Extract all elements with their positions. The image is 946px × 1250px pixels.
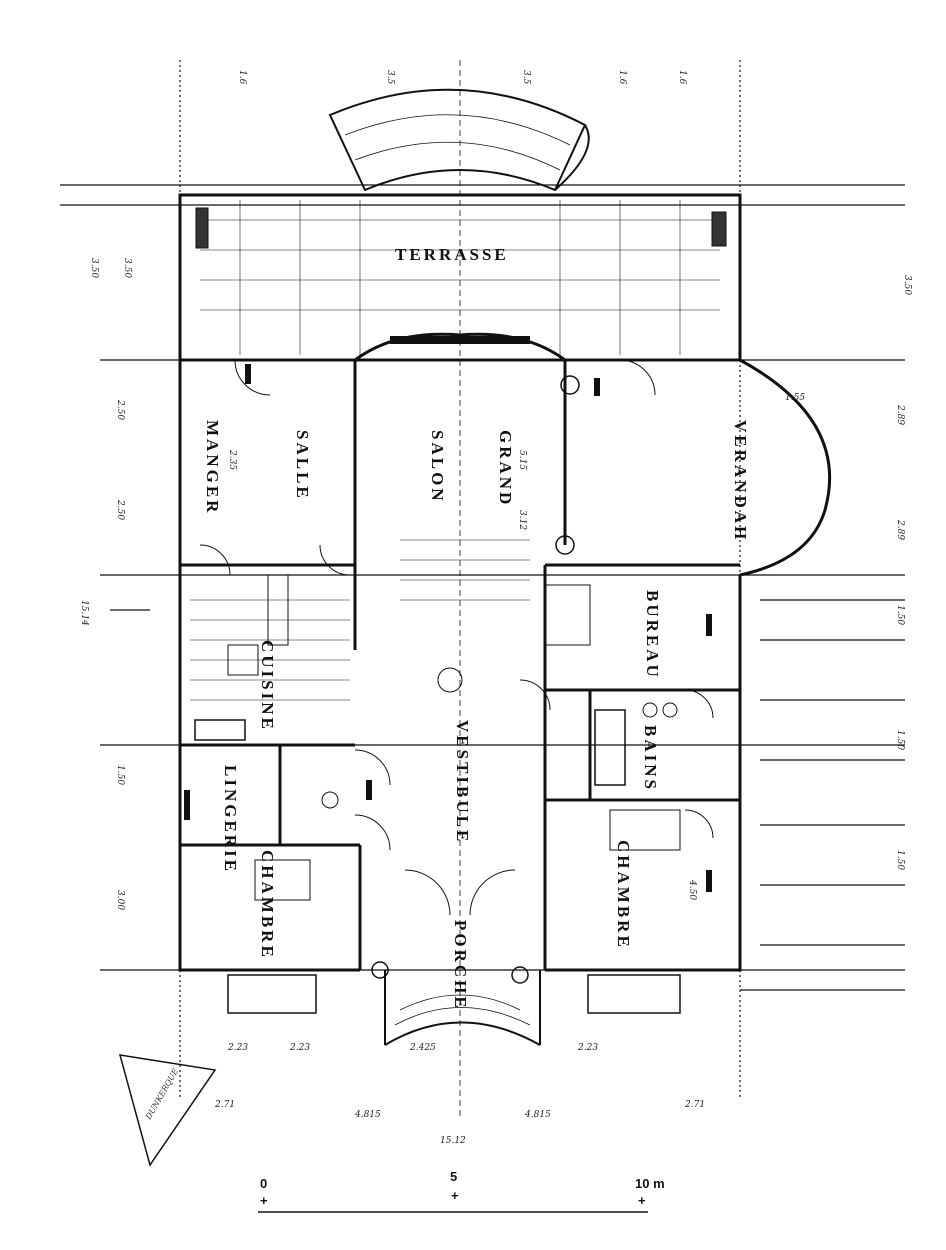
- label-terrasse: TERRASSE: [395, 245, 509, 264]
- label-manger: MANGER: [203, 420, 222, 515]
- scale-mark-5: +: [451, 1188, 459, 1203]
- dim-bottom-6: 2.71: [684, 1100, 705, 1110]
- label-bureau: BUREAU: [643, 590, 662, 680]
- dim-right-3: 1.50: [895, 605, 905, 625]
- dim-left-3: 3.00: [115, 890, 125, 910]
- label-salon: SALON: [428, 430, 447, 504]
- dim-top-1: 1.6: [237, 70, 247, 85]
- dim-bottom-1: 2.23: [227, 1043, 248, 1053]
- label-chambre-left: CHAMBRE: [258, 850, 277, 960]
- dim-overall-width: 15.12: [440, 1136, 466, 1146]
- dim-misc-1: 3.50: [89, 258, 99, 278]
- dim-bottom-2: 2.23: [289, 1043, 310, 1053]
- scale-mark-10: +: [638, 1193, 646, 1208]
- windows: [184, 336, 712, 892]
- dim-top-2: 3.5: [385, 70, 395, 85]
- dim-bottom-3: 2.425: [409, 1043, 436, 1053]
- dim-right-2: 2.89: [895, 519, 905, 540]
- dim-bottom-4: 2.23: [577, 1043, 598, 1053]
- dim-left-4: 1.50: [115, 765, 125, 785]
- room-labels: TERRASSE VERANDAH GRAND SALON SALLE MANG…: [203, 245, 750, 1011]
- dim-misc-3: 3.50: [902, 275, 912, 295]
- terrace: [178, 88, 742, 362]
- label-cuisine: CUISINE: [258, 640, 277, 732]
- construction-lines: [60, 60, 905, 1120]
- scale-label-0: 0: [260, 1176, 268, 1191]
- porch: [227, 961, 681, 1046]
- dim-left-2: 2.50: [115, 499, 125, 520]
- dim-bottom-5: 2.71: [214, 1100, 235, 1110]
- dim-top-5: 1.6: [677, 70, 687, 85]
- dim-misc-7: 5.15: [517, 450, 527, 470]
- dim-misc-4: 1.55: [785, 393, 805, 403]
- label-chambre-right: CHAMBRE: [614, 840, 633, 950]
- label-bains: BAINS: [641, 725, 660, 792]
- building-walls: [178, 332, 832, 972]
- dim-right-4: 1.50: [895, 730, 905, 750]
- scale-mark-0: +: [260, 1193, 268, 1208]
- scale-label-5: 5: [450, 1169, 458, 1184]
- label-grand: GRAND: [496, 430, 515, 507]
- dim-misc-6: 3.12: [517, 510, 527, 530]
- label-vestibule: VESTIBULE: [453, 720, 472, 844]
- stamp-text: DUNKERQUE: [143, 1067, 180, 1122]
- scale-label-10: 10 m: [635, 1176, 665, 1191]
- compass-stamp: [118, 1054, 217, 1167]
- door-swings: [199, 359, 714, 916]
- dim-overall-depth: 15.14: [79, 600, 89, 626]
- dim-top-3: 3.5: [521, 70, 531, 85]
- dim-top-4: 1.6: [617, 70, 627, 85]
- fixtures: [190, 539, 681, 901]
- label-lingerie: LINGERIE: [221, 765, 240, 874]
- dim-left-1: 2.50: [115, 399, 125, 420]
- dim-misc-8: 4.50: [687, 879, 697, 900]
- dim-right-5: 1.50: [895, 850, 905, 870]
- dim-right-1: 2.89: [895, 404, 905, 425]
- label-porche: PORCHE: [451, 920, 470, 1011]
- dimension-labels: 1.6 3.5 3.5 1.6 1.6 2.50 2.50 3.00 1.50 …: [79, 70, 912, 1146]
- label-veranda: VERANDAH: [731, 420, 750, 542]
- dim-misc-5: 2.35: [227, 449, 237, 470]
- dim-bottom-8: 4.815: [524, 1110, 551, 1120]
- label-salle: SALLE: [293, 430, 312, 501]
- dim-bottom-7: 4.815: [354, 1110, 381, 1120]
- dim-misc-2: 3.50: [122, 258, 132, 278]
